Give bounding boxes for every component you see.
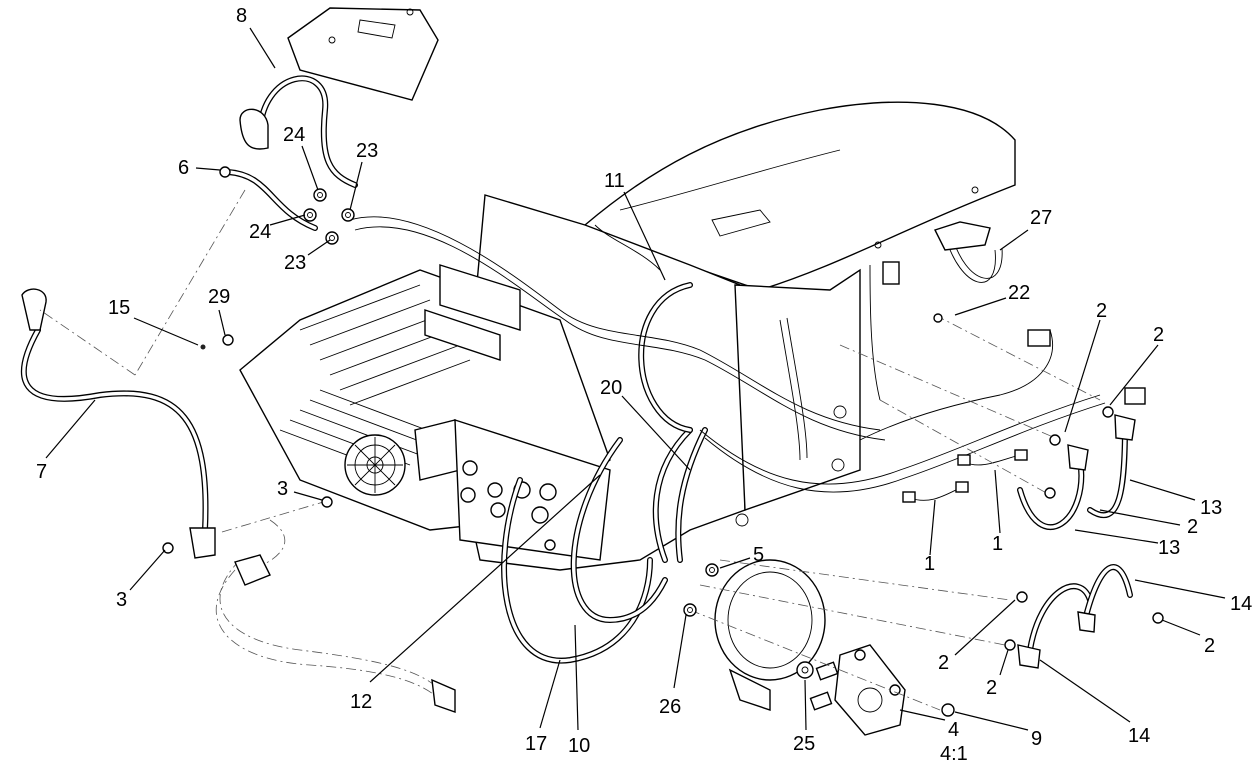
callout-10: 10 — [568, 735, 590, 757]
callout-3-b: 3 — [116, 589, 127, 611]
callout-4-scale: 4:1 — [940, 743, 968, 765]
cable-1-upper — [957, 449, 1028, 466]
hardware — [162, 188, 1164, 717]
callout-13-a: 13 — [1200, 497, 1222, 519]
callout-17: 17 — [525, 733, 547, 755]
cable-11 — [638, 282, 693, 433]
alignment-lines — [39, 189, 1101, 711]
cable-17 — [501, 477, 653, 664]
cable-27 — [934, 221, 1003, 283]
cable-6 — [219, 166, 318, 231]
cable-13 — [1017, 414, 1136, 530]
callout-2-b: 2 — [1153, 324, 1164, 346]
callout-1-a: 1 — [992, 533, 1003, 555]
callout-23-upper: 23 — [356, 140, 378, 162]
callout-2-d: 2 — [1204, 635, 1215, 657]
callout-5: 5 — [753, 544, 764, 566]
cable-14 — [1017, 564, 1133, 669]
seat-frame-panel — [584, 101, 1016, 291]
callout-15: 15 — [108, 297, 130, 319]
main-wire-harness — [349, 216, 1106, 493]
callout-9: 9 — [1031, 728, 1042, 750]
callout-13-b: 13 — [1158, 537, 1180, 559]
motor-housing — [714, 559, 826, 711]
callout-27: 27 — [1030, 207, 1052, 229]
upper-bracket-panel — [287, 7, 439, 101]
callout-24-upper: 24 — [283, 124, 305, 146]
callout-14-b: 14 — [1128, 725, 1150, 747]
callout-2-e: 2 — [938, 652, 949, 674]
callout-2-a: 2 — [1096, 300, 1107, 322]
callout-labels: 8 24 23 6 24 23 11 27 22 15 29 2 2 7 20 … — [36, 5, 1252, 765]
callout-11: 11 — [604, 170, 625, 192]
cable-8 — [239, 75, 358, 188]
callout-12: 12 — [350, 691, 372, 713]
callout-7: 7 — [36, 461, 47, 483]
callout-3-a: 3 — [277, 478, 288, 500]
ghost-harness — [215, 519, 456, 713]
callout-4: 4 — [948, 719, 959, 741]
callout-2-c: 2 — [1187, 516, 1198, 538]
solenoid — [809, 644, 906, 736]
callout-23-lower: 23 — [284, 252, 306, 274]
cable-10 — [570, 437, 668, 624]
callout-24-lower: 24 — [249, 221, 271, 243]
cable-7 — [20, 288, 216, 559]
callout-2-f: 2 — [986, 677, 997, 699]
callout-29: 29 — [208, 286, 230, 308]
callout-6: 6 — [178, 157, 189, 179]
callout-26: 26 — [659, 696, 681, 718]
callout-8: 8 — [236, 5, 247, 27]
cable-20 — [652, 427, 708, 563]
callout-20: 20 — [600, 377, 622, 399]
cable-1-lower — [902, 481, 969, 503]
callout-22: 22 — [1008, 282, 1030, 304]
callout-14-a: 14 — [1230, 593, 1252, 615]
terminal-board — [454, 419, 611, 561]
callout-1-b: 1 — [924, 553, 935, 575]
leader-lines — [45, 27, 1226, 731]
callout-25: 25 — [793, 733, 815, 755]
